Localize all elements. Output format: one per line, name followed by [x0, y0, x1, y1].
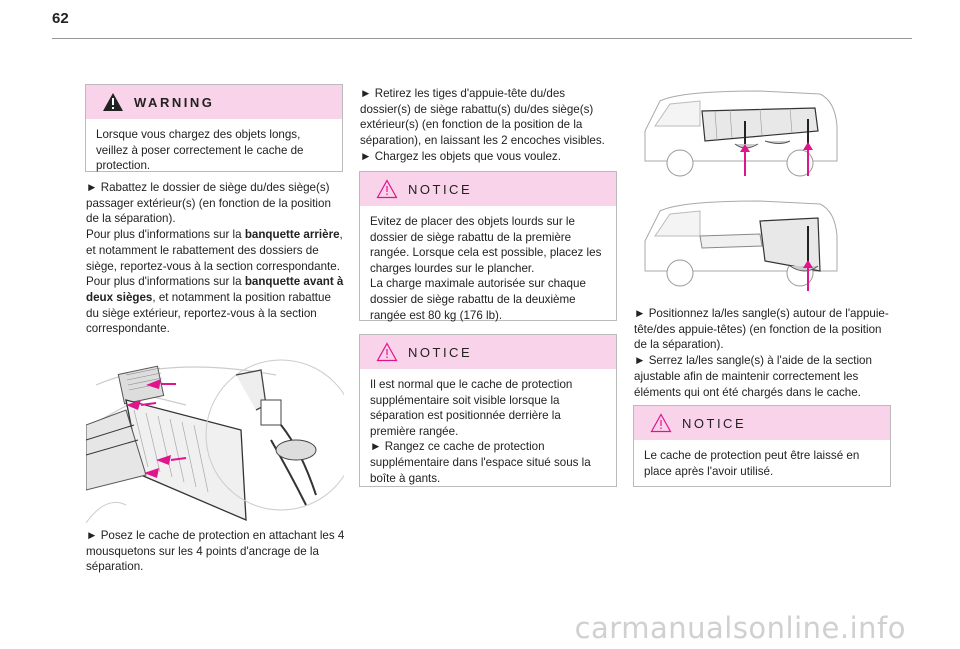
col2-instructions: ► Retirez les tiges d'appuie-tête du/des… [360, 86, 618, 165]
van-illustration-bottom [644, 200, 838, 291]
notice-1-text-2: La charge maximale autorisée sur chaque … [370, 277, 586, 322]
col1-info-front-bench-c: , et notamment la position rabattue du s… [86, 290, 331, 336]
col1-step-fold: ► Rabattez le dossier de siège du/des si… [86, 181, 331, 226]
notice-body-1: Evitez de placer des objets lourds sur l… [360, 206, 616, 331]
notice-box-3: NOTICE Le cache de protection peut être … [633, 405, 891, 487]
col2-step-remove-headrest: ► Retirez les tiges d'appuie-tête du/des… [360, 87, 605, 148]
notice-title-2: NOTICE [408, 344, 473, 360]
notice-box-1: NOTICE Evitez de placer des objets lourd… [359, 171, 617, 322]
col1-info-rear-bench-a: Pour plus d'informations sur la [86, 228, 245, 242]
notice-triangle-icon [650, 413, 672, 433]
warning-triangle-icon [103, 93, 123, 111]
col1-info-front-bench: Pour plus d'informations sur la banquett… [86, 274, 344, 337]
col1-info-front-bench-b: banquette avant à deux sièges [86, 275, 344, 304]
page-number: 62 [52, 10, 69, 27]
warning-header: WARNING [86, 85, 342, 119]
notice-title-3: NOTICE [682, 415, 747, 431]
warning-text: Lorsque vous chargez des objets longs, v… [96, 128, 304, 173]
top-divider [52, 38, 912, 39]
notice-header-1: NOTICE [360, 172, 616, 206]
notice-1-text-1: Evitez de placer des objets lourds sur l… [370, 215, 602, 275]
notice-3-text: Le cache de protection peut être laissé … [644, 449, 860, 478]
warning-title: WARNING [134, 94, 215, 110]
notice-2-text-2: ► Rangez ce cache de protection suppléme… [370, 440, 591, 485]
col3-step-position-strap: ► Positionnez la/les sangle(s) autour de… [634, 307, 889, 352]
col3-step-tighten-strap: ► Serrez la/les sangle(s) à l'aide de la… [634, 354, 872, 399]
notice-2-text-1: Il est normal que le cache de protection… [370, 378, 573, 438]
cover-attachment-illustration [86, 355, 344, 523]
notice-title-1: NOTICE [408, 181, 473, 197]
notice-box-2: NOTICE Il est normal que le cache de pro… [359, 334, 617, 487]
col1-instructions: ► Rabattez le dossier de siège du/des si… [86, 180, 344, 337]
col2-step-load: ► Chargez les objets que vous voulez. [360, 149, 561, 163]
notice-triangle-icon [376, 342, 398, 362]
warning-box: WARNING Lorsque vous chargez des objets … [85, 84, 343, 172]
col1-info-rear-bench-c: , et notamment le rabattement des dossie… [86, 228, 343, 273]
notice-header-3: NOTICE [634, 406, 890, 440]
col3-instructions: ► Positionnez la/les sangle(s) autour de… [634, 306, 890, 400]
watermark: carmanualsonline.info [574, 611, 906, 645]
col1-info-rear-bench-b: banquette arrière [244, 228, 340, 242]
van-illustration-top [644, 90, 838, 177]
col1-info-rear-bench: Pour plus d'informations sur la banquett… [86, 227, 344, 274]
col1-info-front-bench-a: Pour plus d'informations sur la [86, 275, 245, 289]
notice-triangle-icon [376, 179, 398, 199]
col1-caption: ► Posez le cache de protection en attach… [86, 529, 345, 574]
notice-header-2: NOTICE [360, 335, 616, 369]
notice-body-2: Il est normal que le cache de protection… [360, 369, 616, 494]
